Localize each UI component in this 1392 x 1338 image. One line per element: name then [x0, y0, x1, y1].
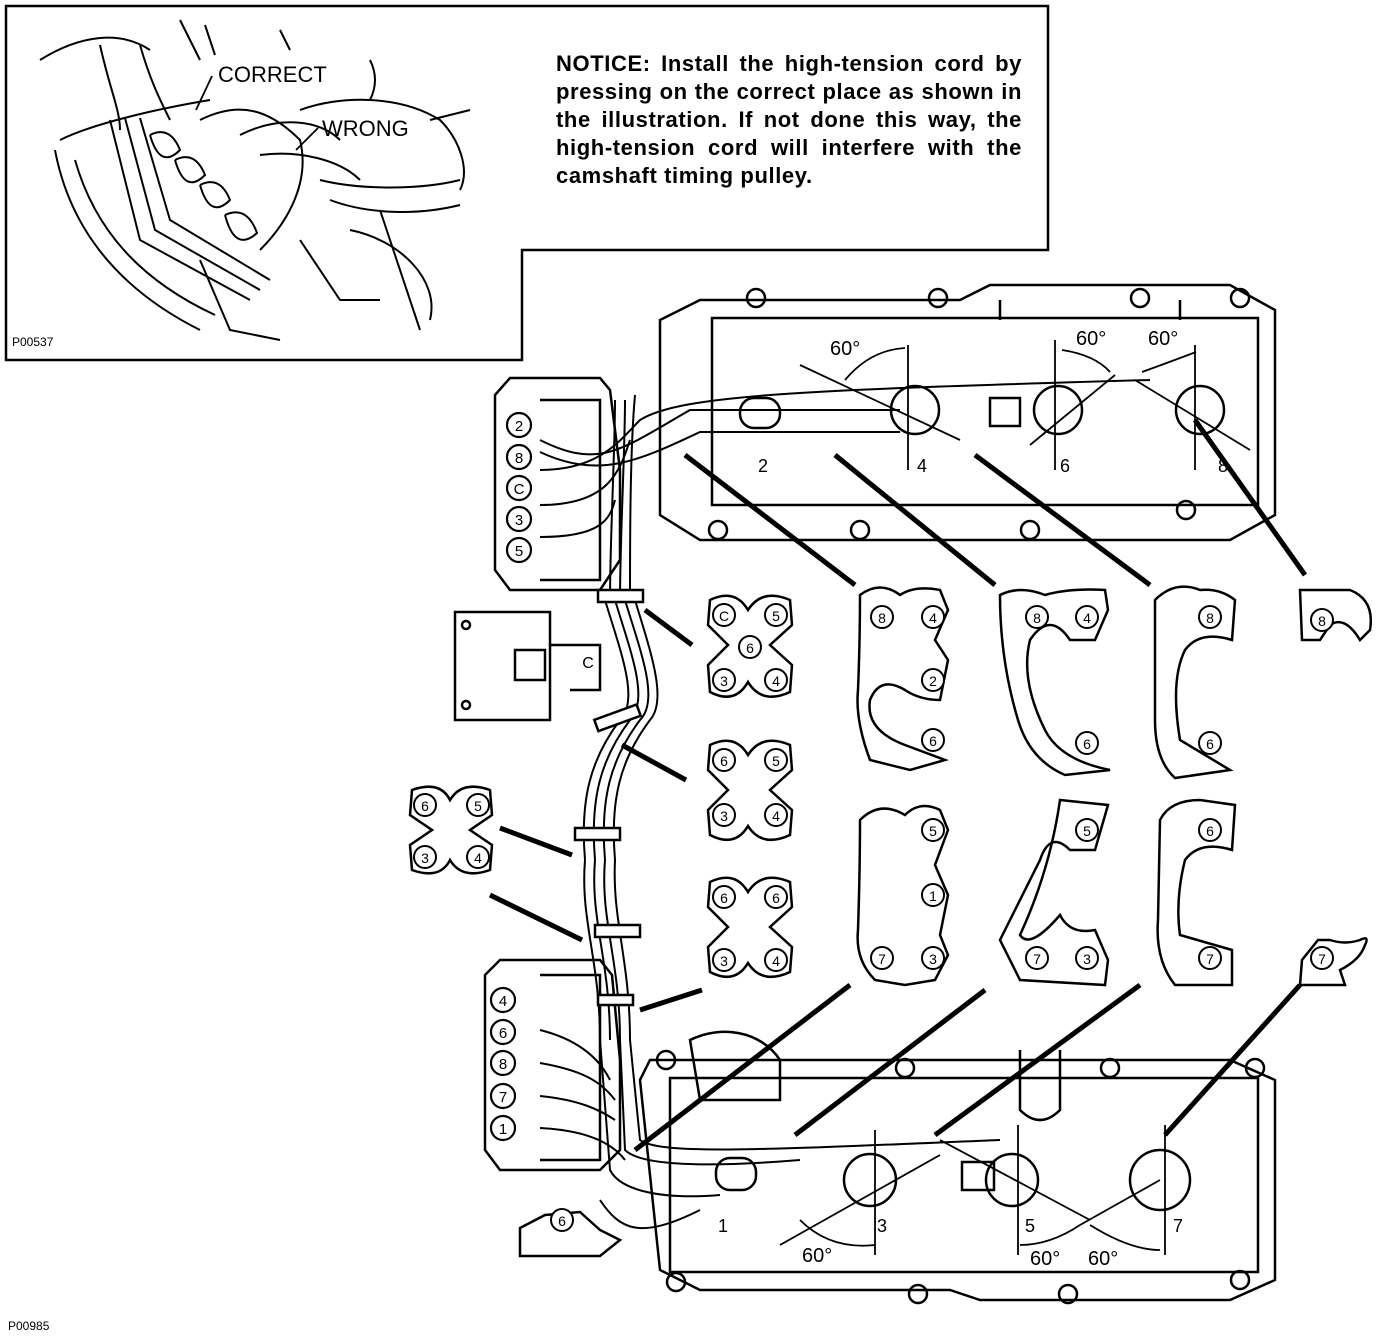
holder-slot-label: 4	[1083, 610, 1091, 626]
holder-slot-label: 3	[929, 951, 937, 967]
end-clip-upper: 8	[1298, 588, 1373, 643]
sensor-terminal-label: 6	[558, 1213, 566, 1229]
harness-clamps	[573, 588, 645, 1007]
clip-slot-label: 8	[1318, 613, 1326, 629]
angle-indicators	[779, 340, 1251, 1255]
clamp-slot-label: 4	[772, 953, 780, 969]
end-clip-lower: 7	[1298, 937, 1368, 987]
lower-terminal-label: 1	[499, 1121, 507, 1138]
holder-slot-label: 6	[929, 733, 937, 749]
clamp-slot-label: 4	[772, 673, 780, 689]
holder-slot-label: 5	[1083, 823, 1091, 839]
cylinder-number: 3	[877, 1216, 887, 1236]
cord-holder-1-upper: 8 4 2 6	[856, 586, 950, 772]
cord-holder-3-upper: 8 6	[1153, 585, 1237, 780]
angle-label: 60°	[1088, 1248, 1118, 1270]
cord-holder-2-upper: 8 4 6	[998, 588, 1111, 777]
clamp-slot-label: 3	[421, 850, 429, 866]
clamp-b: 6 5 3 4	[706, 739, 794, 842]
upper-terminal-label: 3	[515, 512, 523, 529]
clamp-slot-label: 6	[720, 890, 728, 906]
clamp-a: C 5 6 3 4	[706, 594, 794, 698]
cylinder-number: 8	[1218, 456, 1228, 476]
rear-bank-cylinder-numbers: 2 4 6 8	[758, 456, 1228, 476]
clamp-slot-label: C	[719, 608, 729, 624]
cord-holder-2-lower: 5 7 3	[998, 798, 1110, 987]
correct-leader-line	[195, 75, 213, 111]
cord-holder-1-lower: 5 1 7 3	[856, 804, 950, 987]
high-tension-cord-bundle	[539, 379, 1151, 1230]
angle-label: 60°	[802, 1245, 832, 1267]
clamp-c: 6 6 3 4	[706, 876, 794, 979]
label-wrong: WRONG	[322, 116, 409, 141]
lower-terminal-label: 4	[499, 993, 507, 1010]
clamp-slot-label: 5	[474, 798, 482, 814]
upper-distributor-terminals: 2 8 C 3 5	[505, 411, 533, 564]
label-correct: CORRECT	[218, 62, 327, 87]
lower-terminal-label: 7	[499, 1089, 507, 1106]
clamp-slot-label: 5	[772, 608, 780, 624]
cylinder-number: 4	[917, 456, 927, 476]
clip-slot-label: 7	[1318, 951, 1326, 967]
upper-terminal-label: 2	[515, 418, 523, 435]
cylinder-number: 1	[718, 1216, 728, 1236]
holder-slot-label: 6	[1206, 823, 1214, 839]
clamp-slot-label: 5	[772, 753, 780, 769]
upper-terminal-label: 5	[515, 543, 523, 560]
holder-slot-label: 7	[1206, 951, 1214, 967]
sensor-connector	[518, 1210, 623, 1258]
holder-slot-label: 1	[929, 888, 937, 904]
holder-slot-label: 3	[1083, 951, 1091, 967]
sensor-terminal	[550, 1208, 574, 1232]
upper-terminal-label: C	[514, 481, 525, 498]
inset-sketch	[39, 19, 471, 341]
main-figure-code: P00985	[8, 1319, 50, 1333]
cylinder-number: 7	[1173, 1216, 1183, 1236]
holder-slot-label: 7	[878, 951, 886, 967]
clamp-slot-label: 6	[772, 890, 780, 906]
cylinder-number: 5	[1025, 1216, 1035, 1236]
lower-terminal-label: 8	[499, 1056, 507, 1073]
coil-label: C	[582, 655, 594, 672]
angle-label: 60°	[1076, 328, 1106, 350]
angle-labels: 60° 60° 60° 60° 60° 60°	[802, 328, 1178, 1270]
wrong-leader-line	[295, 127, 319, 151]
holder-slot-label: 4	[929, 610, 937, 626]
cord-holder-3-lower: 6 7	[1156, 798, 1237, 987]
clamp-slot-label: 3	[720, 808, 728, 824]
clamp-slot-label: 6	[746, 640, 754, 656]
upper-terminal-label: 8	[515, 450, 523, 467]
clamp-slot-label: 3	[720, 953, 728, 969]
lower-distributor-terminals: 4 6 8 7 1	[489, 986, 517, 1142]
cylinder-number: 6	[1060, 456, 1070, 476]
front-cylinder-head-cover	[638, 1030, 1277, 1305]
cylinder-number: 2	[758, 456, 768, 476]
notice-text: NOTICE: Install the high-tension cord by…	[556, 51, 1022, 188]
holder-slot-label: 6	[1083, 736, 1091, 752]
clamp-slot-label: 6	[421, 798, 429, 814]
rear-cylinder-head-cover	[658, 283, 1277, 542]
clamp-slot-label: 6	[720, 753, 728, 769]
inset-figure-code: P00537	[12, 335, 54, 349]
holder-slot-label: 6	[1206, 736, 1214, 752]
leader-lines	[488, 418, 1308, 1152]
holder-slot-label: 8	[878, 610, 886, 626]
left-clamp: 6 5 3 4	[408, 785, 494, 875]
inset-panel	[4, 4, 1050, 362]
angle-label: 60°	[1148, 328, 1178, 350]
holder-slot-label: 5	[929, 823, 937, 839]
holder-slot-label: 7	[1033, 951, 1041, 967]
holder-slot-label: 2	[929, 673, 937, 689]
clamp-slot-label: 4	[474, 850, 482, 866]
front-bank-cylinder-numbers: 1 3 5 7	[718, 1216, 1183, 1236]
holder-slot-label: 8	[1033, 610, 1041, 626]
holder-slot-label: 8	[1206, 610, 1214, 626]
clamp-slot-label: 4	[772, 808, 780, 824]
lower-terminal-label: 6	[499, 1025, 507, 1042]
clamp-slot-label: 3	[720, 673, 728, 689]
angle-label: 60°	[1030, 1248, 1060, 1270]
angle-label: 60°	[830, 338, 860, 360]
ignition-coil	[453, 610, 602, 722]
